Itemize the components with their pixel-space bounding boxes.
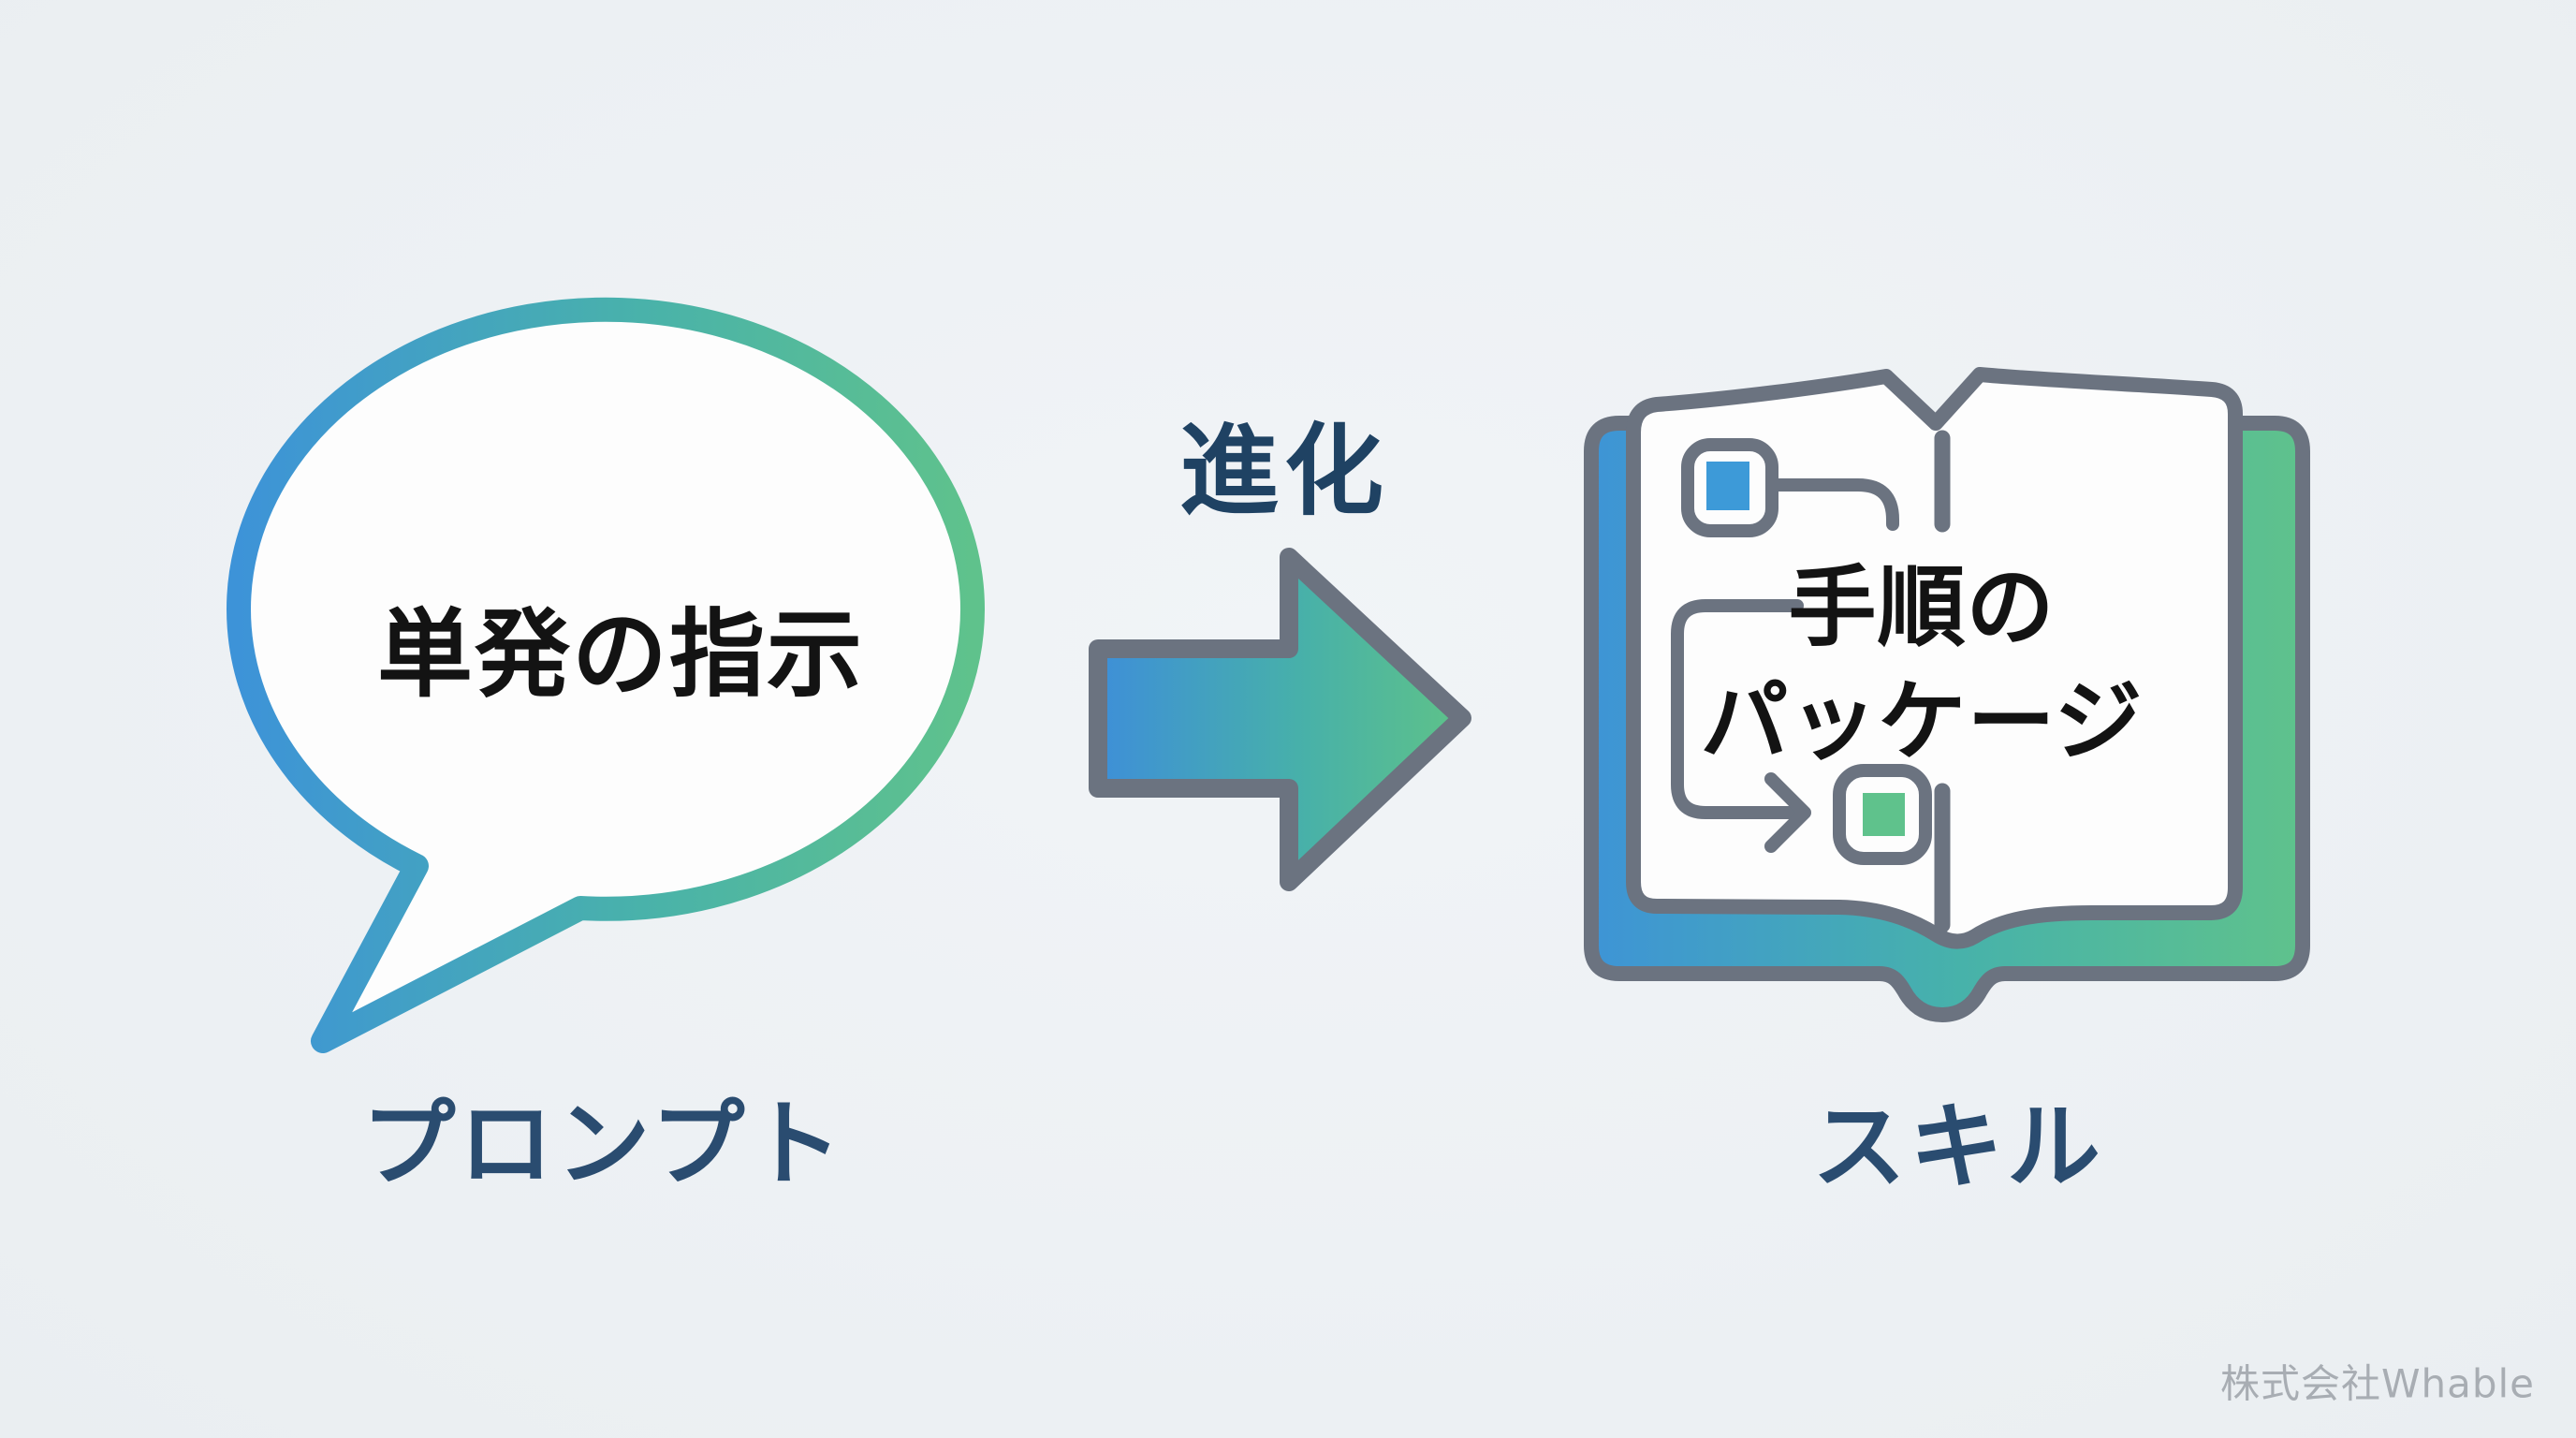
book-text-line1: 手順の [1788, 557, 2056, 659]
green-square-node-icon [1833, 764, 1932, 865]
book-text-line2: パッケージ [1700, 671, 2144, 773]
flowchart-connector-icon [1671, 478, 1899, 853]
bubble-text: 単発の指示 [377, 599, 864, 712]
caption-prompt: プロンプト [361, 1089, 846, 1199]
blue-square-node-icon [1681, 438, 1778, 537]
arrow-shape [1089, 548, 1471, 891]
evolution-label: 進化 [1179, 414, 1389, 529]
speech-bubble-icon [227, 297, 985, 1053]
watermark: 株式会社Whable [2219, 1360, 2536, 1407]
speech-bubble-outline [227, 297, 985, 1053]
flow-arrowhead-icon [1764, 772, 1811, 853]
caption-skill: スキル [1812, 1092, 2104, 1202]
right-arrow-icon [1089, 548, 1471, 891]
open-book-icon [1584, 367, 2310, 1022]
